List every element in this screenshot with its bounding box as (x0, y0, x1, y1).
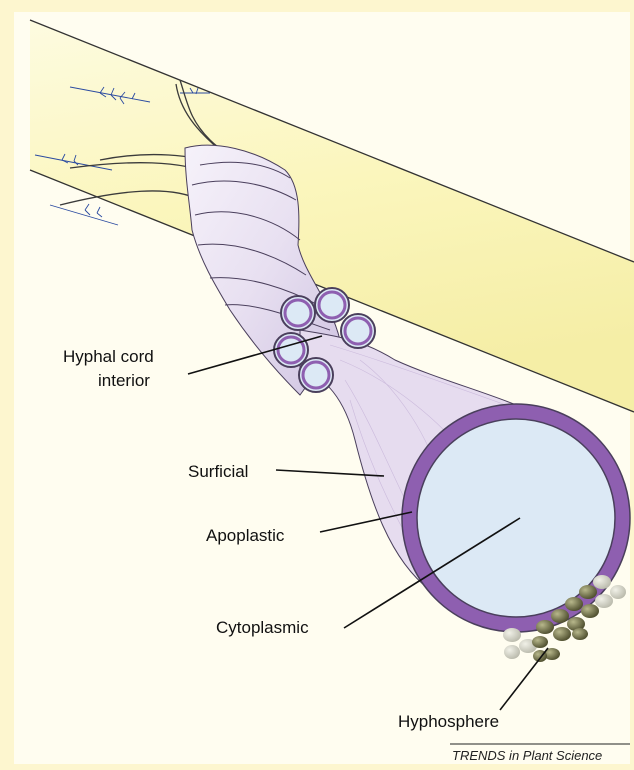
label-surficial: Surficial (188, 462, 248, 481)
label-hyphal-cord-interior-line2: interior (98, 371, 150, 390)
label-hyphal-cord-interior-line1: Hyphal cord (63, 347, 154, 366)
label-apoplastic: Apoplastic (206, 526, 285, 545)
figure-credit: TRENDS in Plant Science (452, 748, 602, 763)
large-hypha-cross-section (402, 404, 630, 632)
label-cytoplasmic: Cytoplasmic (216, 618, 309, 637)
label-hyphosphere: Hyphosphere (398, 712, 499, 731)
